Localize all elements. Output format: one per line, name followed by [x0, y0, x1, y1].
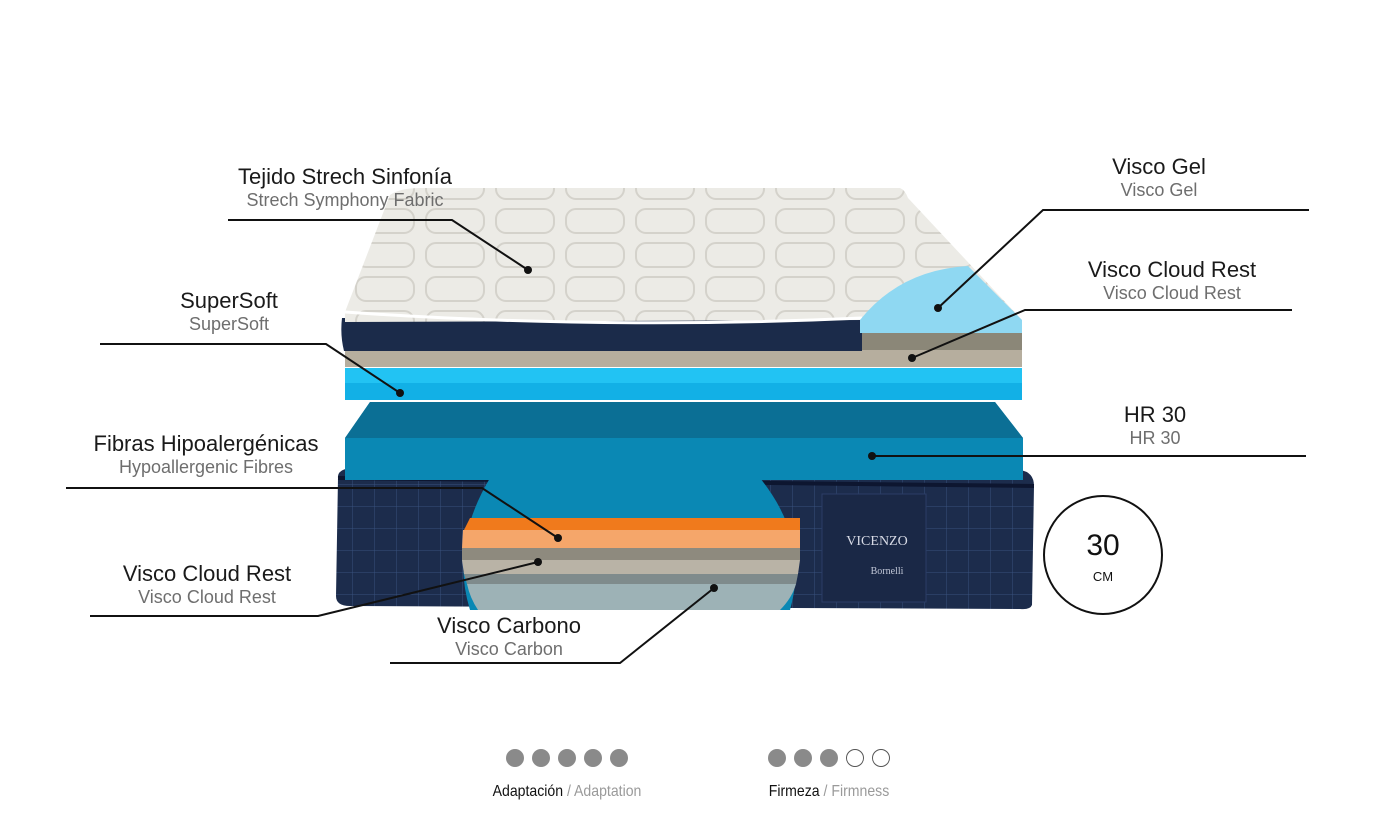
label-visco-cloud-bottom-en: Visco Cloud Rest — [138, 587, 276, 608]
rating-firmness: Firmeza / Firmness — [724, 749, 934, 801]
leader-visco-gel — [937, 209, 1309, 309]
label-hr30-es: HR 30 — [1123, 402, 1187, 427]
rating-adaptation: Adaptación / Adaptation — [462, 749, 672, 801]
rating-dot-empty — [872, 749, 890, 767]
adaptation-label-sep: / — [563, 783, 575, 800]
label-supersoft: SuperSoft SuperSoft — [159, 288, 299, 335]
layer-visco-gel — [860, 266, 1022, 333]
label-fibras-es: Fibras Hipoalergénicas — [93, 431, 319, 456]
layer-supersoft — [345, 368, 1022, 400]
leader-visco-cloud-bottom — [90, 561, 539, 617]
adaptation-label-en: Adaptation — [574, 783, 642, 800]
layer-hr30 — [345, 402, 1023, 480]
firmness-dots — [724, 749, 934, 767]
top-fabric — [344, 188, 1022, 325]
base-cutaway — [462, 478, 800, 610]
rating-dot-filled — [558, 749, 576, 767]
label-tejido-es: Tejido Strech Sinfonía — [237, 164, 453, 189]
leader-visco-cloud-top — [911, 309, 1292, 359]
leader-tejido — [228, 219, 529, 271]
label-visco-cloud-bottom-es: Visco Cloud Rest — [122, 561, 292, 586]
leader-visco-carbono — [390, 587, 715, 664]
height-value: 30 — [1086, 529, 1120, 562]
label-tejido: Tejido Strech Sinfonía Strech Symphony F… — [229, 164, 461, 211]
brand-name: VICENZO — [846, 534, 907, 549]
leader-fibras — [66, 487, 559, 539]
leader-lines — [66, 209, 1309, 664]
rating-dot-filled — [532, 749, 550, 767]
firmness-label-en: Firmness — [831, 783, 890, 800]
rating-dot-filled — [610, 749, 628, 767]
firmness-label-sep: / — [819, 783, 832, 800]
firmness-label: Firmeza / Firmness — [737, 783, 922, 801]
adaptation-label-es: Adaptación — [492, 783, 564, 800]
label-hr30: HR 30 HR 30 — [1105, 402, 1205, 449]
label-visco-carbono-en: Visco Carbon — [455, 639, 563, 660]
label-visco-cloud-top: Visco Cloud Rest Visco Cloud Rest — [1082, 257, 1262, 304]
brand-sub: Bornelli — [871, 566, 904, 577]
rating-dot-filled — [794, 749, 812, 767]
height-badge: 30 CM — [1043, 495, 1163, 615]
label-supersoft-en: SuperSoft — [188, 314, 270, 335]
label-visco-cloud-bottom: Visco Cloud Rest Visco Cloud Rest — [117, 561, 297, 608]
label-visco-cloud-top-es: Visco Cloud Rest — [1087, 257, 1257, 282]
label-fibras: Fibras Hipoalergénicas Hypoallergenic Fi… — [86, 431, 326, 478]
rating-dot-filled — [768, 749, 786, 767]
firmness-label-es: Firmeza — [768, 783, 820, 800]
adaptation-dots — [462, 749, 672, 767]
rating-dot-filled — [506, 749, 524, 767]
top-cover-band — [341, 318, 862, 351]
leader-dots — [396, 266, 942, 592]
label-tejido-en: Strech Symphony Fabric — [246, 190, 444, 211]
label-visco-carbono-es: Visco Carbono — [437, 613, 581, 638]
label-fibras-en: Hypoallergenic Fibres — [118, 457, 294, 478]
adaptation-label: Adaptación / Adaptation — [475, 783, 660, 801]
label-visco-cloud-top-en: Visco Cloud Rest — [1103, 283, 1241, 304]
rating-dot-filled — [584, 749, 602, 767]
label-visco-gel-es: Visco Gel — [1112, 154, 1206, 179]
height-unit: CM — [1092, 569, 1114, 584]
label-visco-carbono: Visco Carbono Visco Carbon — [428, 613, 590, 660]
rating-dot-empty — [846, 749, 864, 767]
rating-dot-filled — [820, 749, 838, 767]
label-visco-gel: Visco Gel Visco Gel — [1094, 154, 1224, 201]
brand-label-patch — [821, 493, 927, 603]
label-supersoft-es: SuperSoft — [180, 288, 278, 313]
label-visco-gel-en: Visco Gel — [1120, 180, 1198, 201]
label-hr30-en: HR 30 — [1129, 428, 1181, 449]
leader-supersoft — [100, 343, 401, 394]
layer-visco-cloud-top — [345, 333, 1022, 367]
